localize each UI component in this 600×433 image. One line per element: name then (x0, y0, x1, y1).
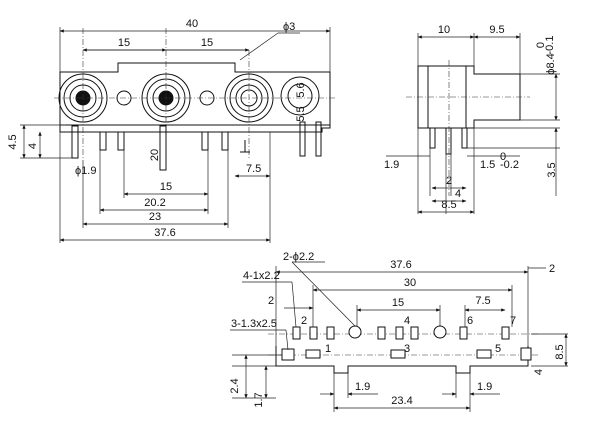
fp-dim-1.9b: 1.9 (477, 381, 492, 393)
dim-10: 10 (438, 24, 450, 36)
dim-2-side: 2 (446, 175, 452, 187)
fp-dim-2-left: 2 (268, 295, 274, 307)
dim-5.6: 5.6 (295, 82, 307, 97)
dim-4-side: 4 (455, 188, 461, 200)
side-view: 10 9.5 ϕ8.4 0 -0.1 1.9 1.5 0 -0.2 3.5 2 … (384, 24, 560, 214)
dim-15b: 15 (201, 37, 213, 49)
pin-number-4: 4 (404, 315, 410, 327)
slot-2 (309, 326, 318, 340)
fp-dim-37.6: 37.6 (390, 259, 411, 271)
front-body-outline (59, 62, 331, 133)
dim-phi1.9: ϕ1.9 (75, 165, 96, 177)
pin-tol-upper: 0 (500, 151, 506, 163)
dim-5.5: 5.5 (295, 106, 307, 121)
pin-number-1: 1 (325, 343, 331, 355)
fp-dim-23.4: 23.4 (391, 395, 412, 407)
fp-dim-4: 4 (533, 369, 545, 375)
dim-7.5: 7.5 (246, 163, 261, 175)
fp-dim-15: 15 (392, 297, 404, 309)
front-view: 40 15 15 ϕ3 5.6 5.5 4.5 4 20 ϕ1.9 15 20.… (7, 18, 336, 243)
pin-label-20: 20 (149, 149, 161, 161)
dim-phi3: ϕ3 (283, 21, 295, 33)
fp-dim-2.4: 2.4 (229, 378, 241, 393)
pad-left (281, 348, 295, 361)
dim-8.5-side: 8.5 (441, 199, 456, 211)
dim-1.5: 1.5 (480, 159, 495, 171)
slot-2b (326, 326, 335, 340)
dim-20.2: 20.2 (144, 197, 165, 209)
dia-tol-upper: 0 (535, 42, 547, 48)
fp-dim-8.5: 8.5 (554, 344, 566, 359)
dim-23: 23 (149, 211, 161, 223)
pin-tol-lower: -0.2 (500, 159, 519, 171)
fp-dim-7.5: 7.5 (475, 295, 490, 307)
fp-dim-1.7: 1.7 (253, 392, 265, 407)
slot-6 (459, 326, 468, 340)
hole-2 (433, 325, 447, 339)
dim-9.5: 9.5 (489, 24, 504, 36)
dim-40: 40 (186, 18, 198, 30)
dim-15a: 15 (118, 37, 130, 49)
hole-callout: 2-ϕ2.2 (283, 251, 314, 263)
pin-number-5: 5 (495, 343, 501, 355)
fp-dim-30: 30 (404, 277, 416, 289)
dim-15-bottom: 15 (160, 181, 172, 193)
pad-1 (305, 349, 321, 359)
dim-4.5: 4.5 (7, 134, 19, 149)
dim-3.5: 3.5 (546, 162, 558, 177)
dim-1.9: 1.9 (384, 159, 399, 171)
pad-3 (390, 349, 406, 359)
pin-number-7: 7 (510, 315, 516, 327)
footprint-outline (275, 346, 529, 374)
footprint-view: 2 1 3 4 5 6 7 2-ϕ2.2 4-1x2.2 3-1.3x2.5 3… (229, 251, 568, 412)
pin-number-3: 3 (404, 343, 410, 355)
dim-37.6: 37.6 (154, 227, 175, 239)
pin-number-6: 6 (467, 315, 473, 327)
slot-callout-2: 3-1.3x2.5 (231, 318, 277, 330)
slot-callout-1: 4-1x2.2 (243, 270, 280, 282)
fp-dim-2-right: 2 (549, 263, 555, 275)
slot-4b (410, 326, 419, 340)
dc-jack (280, 76, 320, 116)
slot-7 (501, 326, 510, 340)
pad-5 (476, 349, 492, 359)
fp-dim-1.9a: 1.9 (355, 381, 370, 393)
pad-right (520, 347, 532, 361)
slot-3 (377, 326, 386, 340)
pin-number-2: 2 (301, 315, 307, 327)
slot-4 (395, 326, 404, 340)
hole-1 (348, 325, 362, 339)
dia-tol-lower: -0.1 (544, 36, 556, 55)
slot-1 (292, 326, 301, 340)
dim-phi8.4: ϕ8.4 (545, 53, 557, 74)
dim-4: 4 (27, 143, 39, 149)
